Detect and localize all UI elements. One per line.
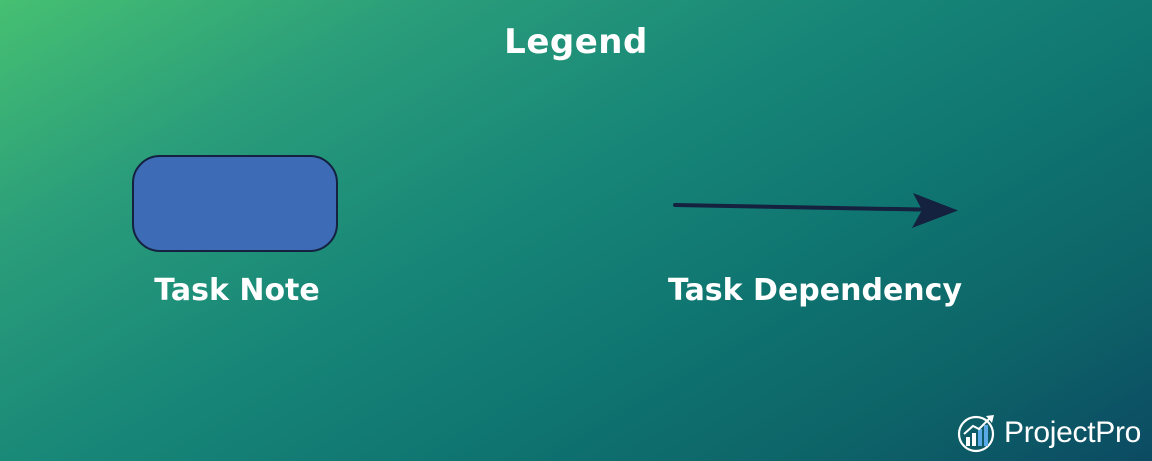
arrow-head [912, 193, 958, 228]
arrow-line [673, 203, 922, 212]
task-dependency-arrow-icon [673, 193, 958, 228]
task-dependency-label: Task Dependency [667, 273, 963, 308]
task-note-symbol [132, 155, 338, 252]
legend-title: Legend [504, 22, 648, 62]
growth-chart-icon [957, 415, 995, 453]
logo-text: ProjectPro [1004, 416, 1142, 449]
projectpro-logo: ProjectPro [956, 411, 1141, 455]
task-note-label: Task Note [154, 273, 320, 308]
